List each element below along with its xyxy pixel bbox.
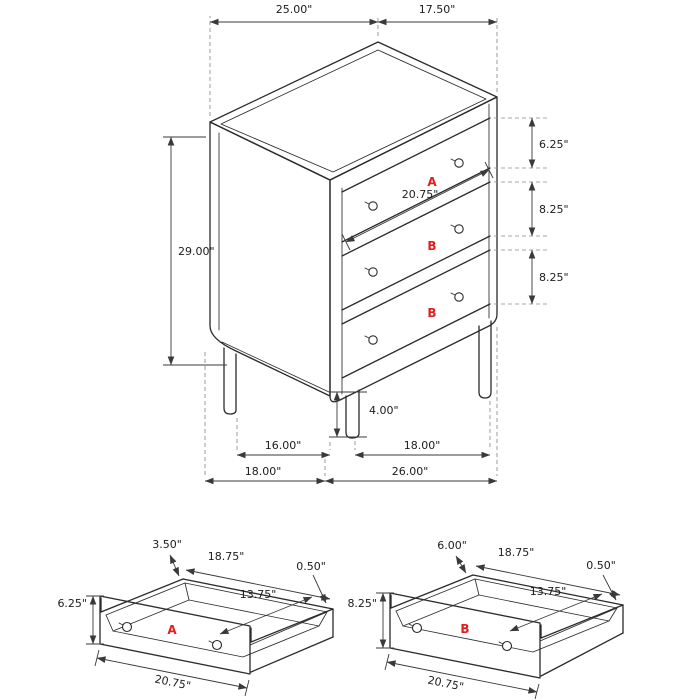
drawer-b2-knob-right-icon [454,292,464,302]
drawer-b-inner-width-value: 18.75" [498,546,535,559]
front-right-leg [478,320,492,399]
drawer-b2-knob-left-icon [368,335,378,345]
drawer-a-detail: A 3.50" 18.75" 0.50" 6.25" 13.75" 20.75" [57,538,334,697]
drawer-b1-knob-left-icon [368,267,378,277]
leg-height-value: 4.00" [369,404,399,417]
top-depth-value: 17.50" [419,3,456,16]
drawer-b1-knob-right-icon [454,224,464,234]
dim-leg-spacing: 16.00" 18.00" [236,401,491,459]
base-depth-value: 18.00" [245,465,282,478]
dresser-front-face [329,96,498,403]
drawer-a-front-height-value: 6.25" [57,597,87,610]
leg-spacing-width-value: 18.00" [404,439,441,452]
drawer-b1-bottom-edge [341,235,491,311]
drawer-b-detail: B 6.00" 18.75" 0.50" 8.25" 13.75" 20.75" [347,539,624,700]
base-width-value: 26.00" [392,465,429,478]
drawer-a-bottom-edge [341,167,491,243]
drawer-a-detail-label: A [167,623,177,637]
inner-rim [105,582,328,646]
dim-leg-height: 4.00" [329,391,399,438]
drawer-b-front-panel [389,592,541,679]
inner-corner [608,607,618,622]
side-rail-line [221,341,330,393]
drawer-a-dimensions: 3.50" 18.75" 0.50" 6.25" 13.75" 20.75" [57,538,331,697]
drawer-b-inner-depth-value: 13.75" [530,585,567,598]
dim-top-depth: 17.50" [377,3,498,26]
main-isometric-view: A B B 25.00" 17.50" 29.00" [163,3,569,485]
drawer-a-knob-right-icon [454,158,464,168]
dim-drawer-heights: 6.25" 8.25" 8.25" [494,117,569,305]
inner-corner [318,611,328,627]
inner-corner [105,614,114,632]
drawer-b-detail-label: B [460,622,469,636]
drawer-b-wall-thickness-value: 0.50" [586,559,616,572]
dresser-top-inner-rim [220,49,487,173]
inner-corner [184,582,190,601]
drawer-b-box: B [389,574,624,679]
dim-drawer-front-width: 20.75" [341,161,494,251]
dresser-body [209,41,498,403]
leg-spacing-depth-value: 16.00" [265,439,302,452]
dresser-knobs [364,158,464,345]
back-left-leg [223,347,237,415]
overall-height-value: 29.00" [178,245,215,258]
drawer-a-inner-width-value: 18.75" [208,550,245,563]
dim-base-footprint: 18.00" 26.00" [204,327,498,485]
box-edge [540,632,624,677]
drawer-b-bottom-label: B [427,306,436,320]
dresser-top-face [209,41,498,181]
drawer-b-side-height-value: 6.00" [437,539,467,552]
drawer-a-label: A [427,175,437,189]
drawer-b1-height-value: 8.25" [539,203,569,216]
drawer-b-detail-knob-left-icon [411,622,423,634]
top-width-value: 25.00" [276,3,313,16]
drawer-b2-top-edge [341,249,491,325]
dim-overall-height: 29.00" [163,136,227,366]
front-left-leg [345,389,360,439]
drawer-a-inner-depth-value: 13.75" [240,588,277,601]
drawer-b-dimensions: 6.00" 18.75" 0.50" 8.25" 13.75" 20.75" [347,539,621,700]
dresser-side-face [209,121,331,397]
dim-top-width: 25.00" [209,3,498,116]
drawer-a-detail-knob-right-icon [211,639,223,651]
drawer-a-wall-thickness-value: 0.50" [296,560,326,573]
rim-edge [390,574,474,609]
rim-edge [100,578,184,613]
drawer-a-height-value: 6.25" [539,138,569,151]
drawer-b-middle-label: B [427,239,436,253]
drawer-a-box: A [99,578,334,675]
drawer-a-side-height-value: 3.50" [152,538,182,551]
box-edge [250,636,334,673]
drawer-front-width-value: 20.75" [402,188,439,201]
drawer-a-front-panel [99,595,251,675]
drawer-b2-height-value: 8.25" [539,271,569,284]
drawer-a-detail-knob-left-icon [121,621,133,633]
drawer-a-knob-left-icon [368,201,378,211]
drawer-b-front-height-value: 8.25" [347,597,377,610]
drawer-b-detail-knob-right-icon [501,640,513,652]
dresser-legs [223,320,492,439]
inner-corner [474,578,480,596]
inner-corner [395,610,404,627]
drawer-b2-bottom-edge [341,303,491,379]
